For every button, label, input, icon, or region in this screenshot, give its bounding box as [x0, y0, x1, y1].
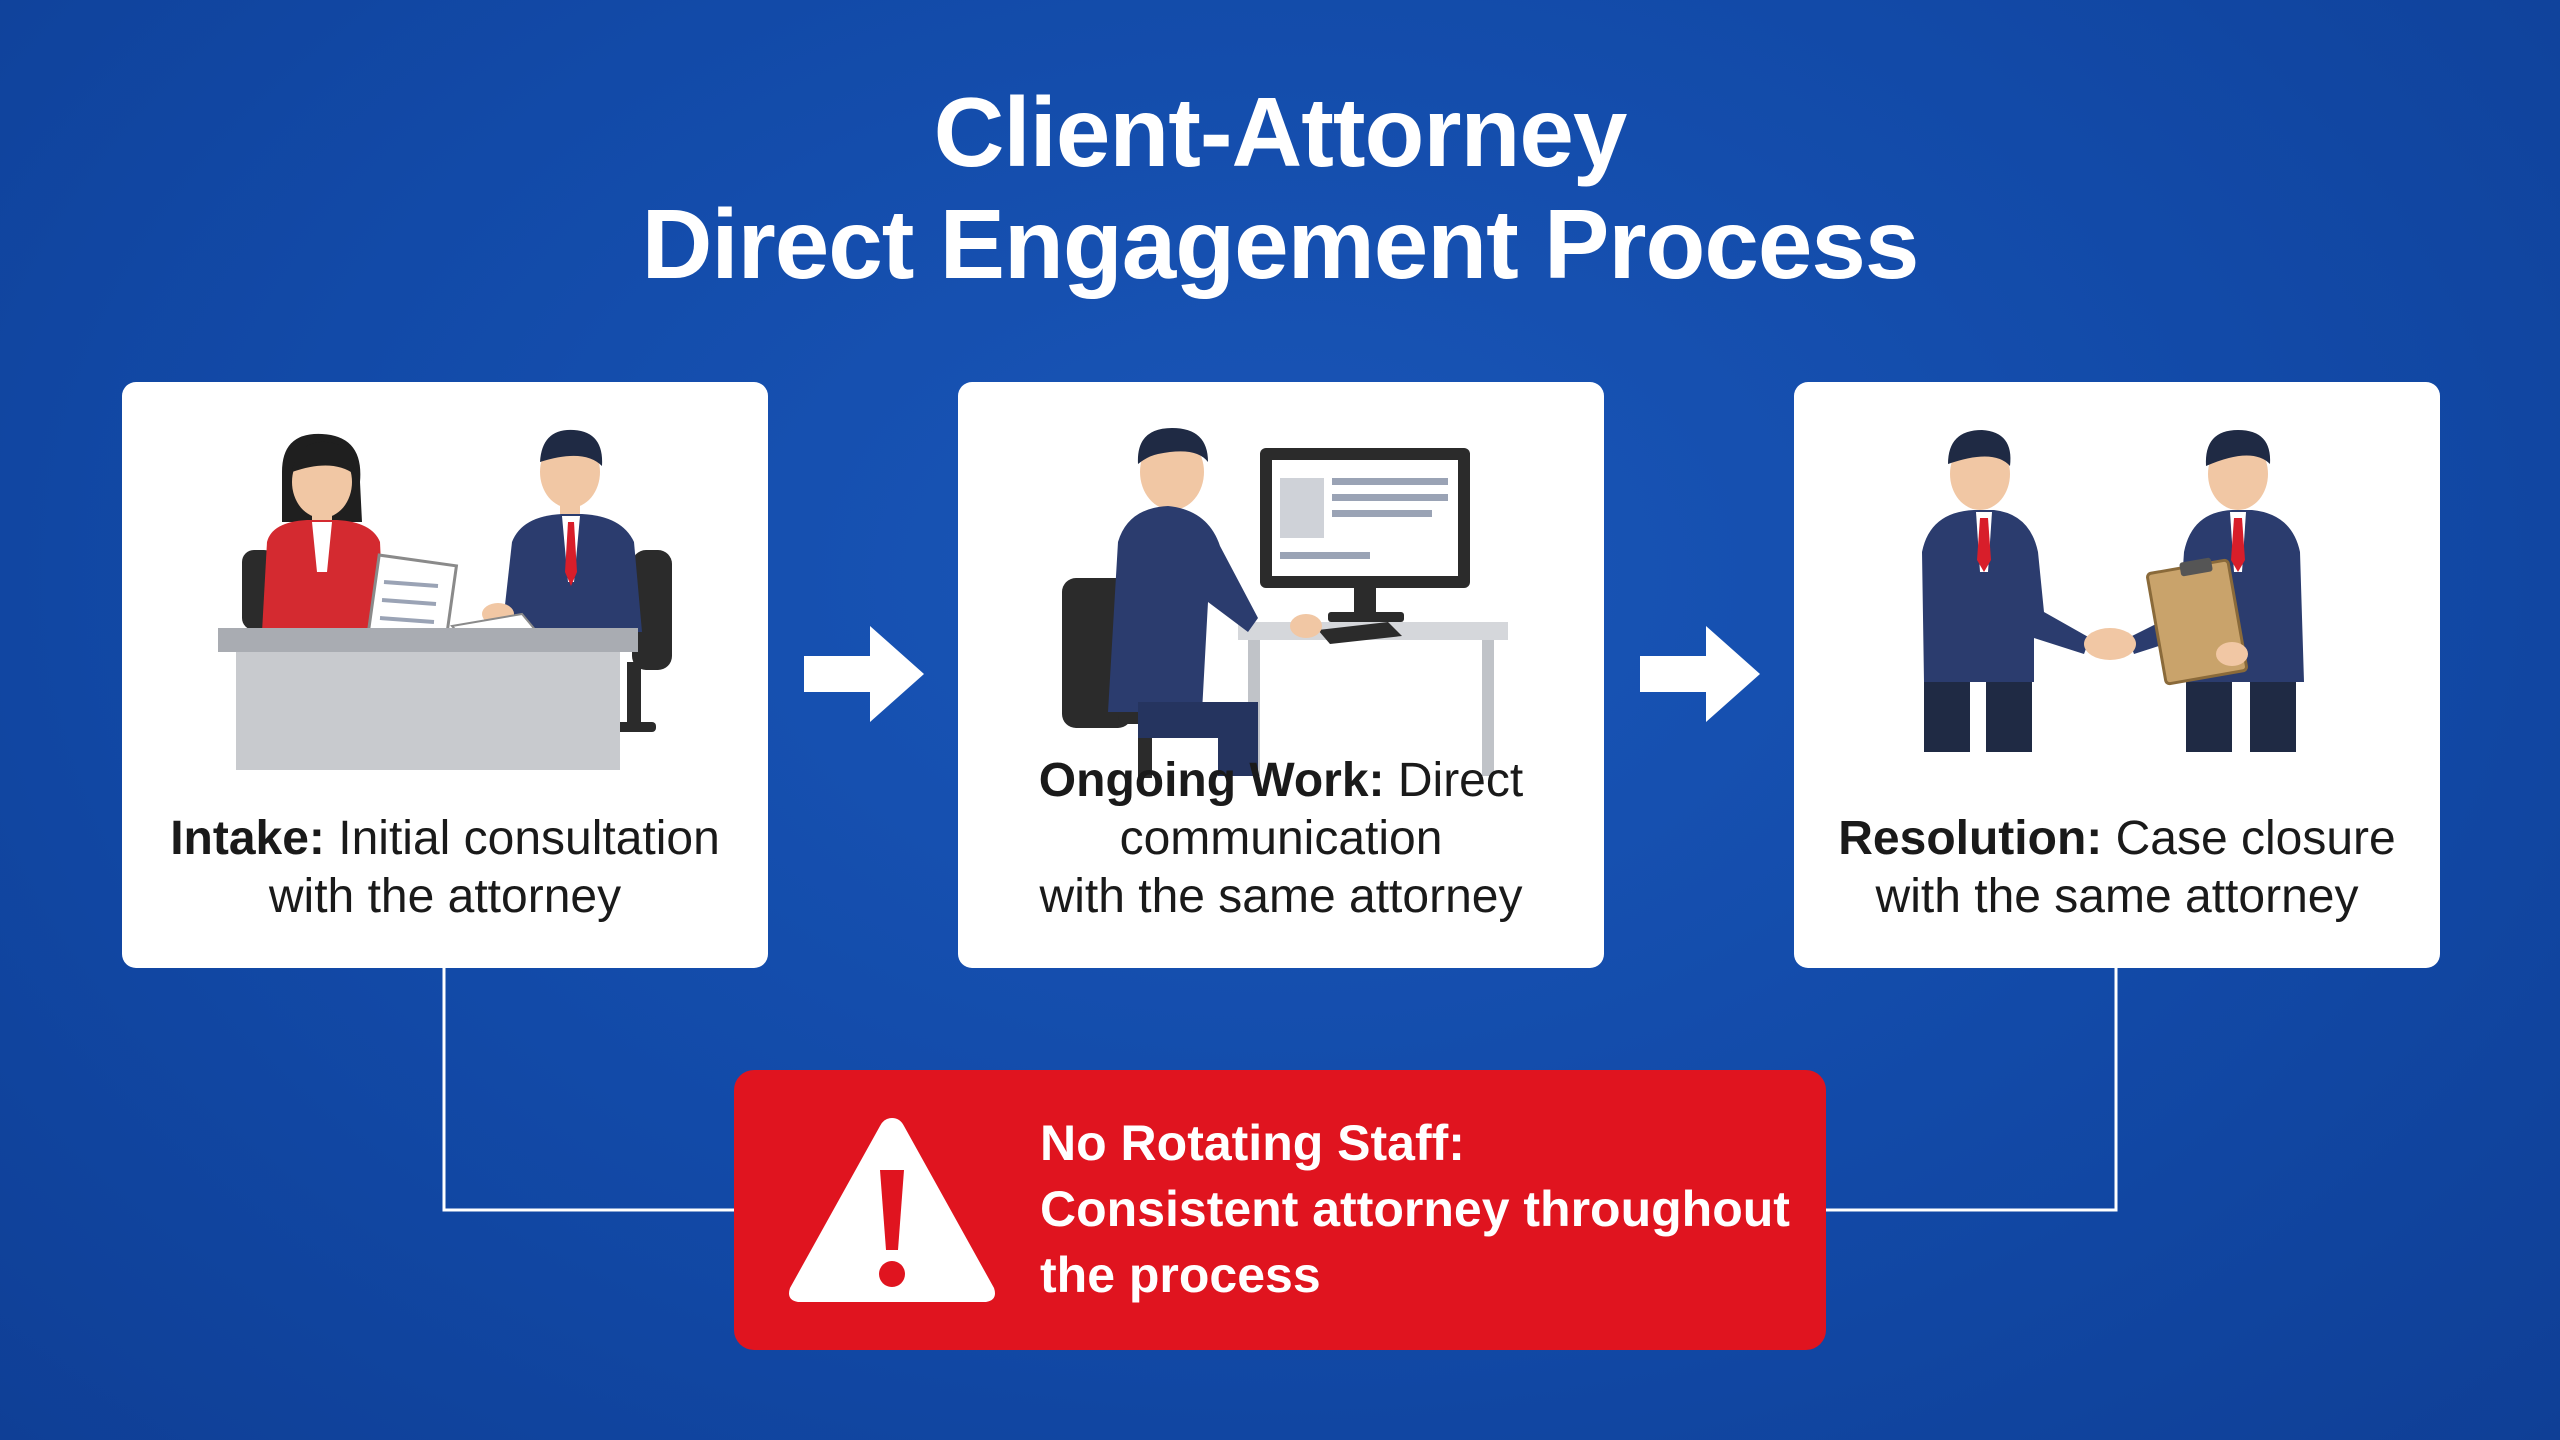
- page-title-line-2: Direct Engagement Process: [641, 189, 1920, 299]
- step-card-resolution: Resolution: Case closure with the same a…: [1794, 382, 2440, 968]
- step-text-ongoing-3: with the same attorney: [1039, 870, 1523, 923]
- arrow-right-icon: [1640, 626, 1760, 722]
- warning-message: No Rotating Staff: Consistent attorney t…: [1040, 1110, 1800, 1308]
- step-card-intake: Intake: Initial consultation with the at…: [122, 382, 768, 968]
- warning-callout: No Rotating Staff: Consistent attorney t…: [734, 1070, 1826, 1350]
- step-text-intake-2: with the attorney: [268, 870, 622, 923]
- consultation-meeting-icon: [218, 429, 672, 770]
- step-card-ongoing-work: Ongoing Work: Direct communication with …: [958, 382, 1604, 968]
- step-text-ongoing-1: Direct: [1397, 754, 1524, 807]
- attorney-at-computer-icon: [1062, 428, 1508, 778]
- step-text-ongoing-2: communication: [1119, 812, 1443, 865]
- warning-line-1: No Rotating Staff:: [1040, 1115, 1465, 1171]
- step-label-ongoing-work: Ongoing Work:: [1038, 754, 1385, 807]
- step-text-resolution-2: with the same attorney: [1875, 870, 2359, 923]
- handshake-icon: [1922, 430, 2304, 752]
- warning-triangle-icon: [789, 1118, 995, 1302]
- step-text-intake-1: Initial consultation: [338, 812, 720, 865]
- page-title-line-1: Client-Attorney: [933, 77, 1628, 187]
- step-label-intake: Intake:: [170, 812, 325, 865]
- step-text-resolution-1: Case closure: [2115, 812, 2396, 865]
- step-label-resolution: Resolution:: [1838, 812, 2103, 865]
- warning-line-3: the process: [1040, 1247, 1321, 1303]
- warning-line-2: Consistent attorney throughout: [1040, 1181, 1790, 1237]
- arrow-right-icon: [804, 626, 924, 722]
- step-caption-resolution: Resolution: Case closure with the same a…: [1794, 810, 2440, 926]
- step-caption-ongoing-work: Ongoing Work: Direct communication with …: [958, 752, 1604, 926]
- step-caption-intake: Intake: Initial consultation with the at…: [122, 810, 768, 926]
